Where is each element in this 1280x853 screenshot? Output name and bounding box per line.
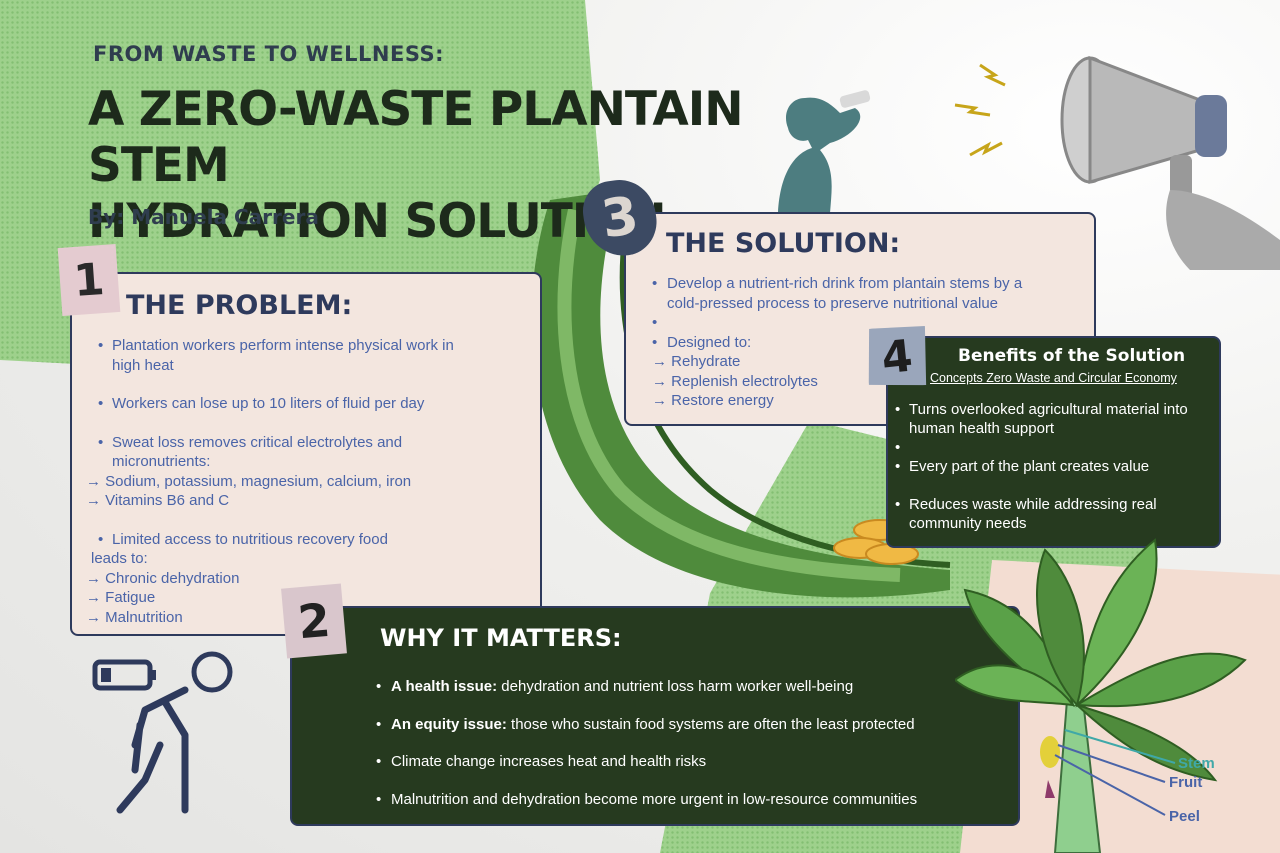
solution-b1-line1: Develop a nutrient-rich drink from plant… — [667, 275, 1023, 292]
problem-number-badge: 1 — [57, 244, 121, 316]
problem-number: 1 — [71, 253, 107, 307]
drinking-person-icon — [778, 90, 871, 213]
solution-empty-bullet — [652, 313, 1072, 333]
solution-sub-3: → Restore energy — [652, 392, 774, 409]
plantain-tree-illustration — [955, 538, 1247, 853]
matters-item-1-bold: A health issue: — [391, 678, 498, 695]
matters-item-4: Malnutrition and dehydration become more… — [376, 790, 1016, 809]
matters-item-1-text: dehydration and nutrient loss harm worke… — [497, 678, 854, 695]
matters-item-3: Climate change increases heat and health… — [376, 752, 1016, 771]
matters-item-2-text: those who sustain food systems are often… — [506, 715, 915, 733]
problem-b4-line1: Limited access to nutritious recovery fo… — [112, 530, 388, 548]
solution-sub-2: → Replenish electrolytes — [652, 372, 818, 390]
problem-b4-line2: leads to: — [91, 550, 148, 567]
tired-worker-icon — [92, 651, 233, 814]
benefits-list: Turns overlooked agricultural material i… — [895, 400, 1217, 533]
problem-b3-line1: Sweat loss removes critical electrolytes… — [112, 433, 403, 451]
problem-b4-sub3: → Malnutrition — [86, 608, 183, 626]
matters-number: 2 — [295, 592, 333, 650]
poster-title: A ZERO-WASTE PLANTAIN STEM HYDRATION SOL… — [88, 82, 788, 250]
matters-item-1: A health issue: dehydration and nutrient… — [376, 677, 1016, 696]
plant-label-fruit: Fruit — [1169, 774, 1203, 791]
benefits-subheading: Concepts Zero Waste and Circular Economy — [930, 371, 1177, 385]
title-line-2: HYDRATION SOLUTION — [88, 194, 667, 249]
benefits-bullet-1: Turns overlooked agricultural material i… — [895, 400, 1217, 438]
problem-bullet-2: Workers can lose up to 10 liters of flui… — [86, 394, 526, 414]
solution-b1-line2: cold-pressed process to preserve nutriti… — [667, 294, 999, 312]
solution-sub-1: → Rehydrate — [652, 353, 741, 370]
benefits-b3-line1: Reduces waste while addressing real — [909, 496, 1157, 513]
plantain-highlight — [557, 208, 901, 582]
matters-list: A health issue: dehydration and nutrient… — [376, 677, 1016, 827]
matters-item-2-bold: An equity issue: — [391, 715, 507, 733]
problem-bullet-1: Plantation workers perform intense physi… — [86, 336, 526, 375]
problem-b1-line2: high heat — [112, 356, 174, 374]
problem-b3-sub2: → Vitamins B6 and C — [86, 492, 230, 509]
lightning-bolt-icon — [954, 63, 1006, 157]
solution-bullet-1: Develop a nutrient-rich drink from plant… — [652, 274, 1072, 313]
problem-list: Plantation workers perform intense physi… — [86, 336, 526, 627]
problem-b3-sub1: → Sodium, potassium, magnesium, calcium,… — [86, 472, 412, 490]
benefits-heading: Benefits of the Solution — [958, 346, 1186, 366]
problem-b4-sub1: → Chronic dehydration — [86, 569, 240, 587]
benefits-empty-bullet — [895, 438, 1217, 457]
benefits-b1-line2: human health support — [909, 420, 1055, 437]
benefits-bullet-3: Reduces waste while addressing real comm… — [895, 495, 1217, 533]
problem-b1-line1: Plantation workers perform intense physi… — [112, 337, 454, 354]
poster-subtitle: FROM WASTE TO WELLNESS: — [93, 42, 445, 66]
problem-b3-line2: micronutrients: — [112, 453, 211, 470]
problem-bullet-3: Sweat loss removes critical electrolytes… — [86, 433, 526, 472]
matters-item-2: An equity issue: those who sustain food … — [376, 715, 1016, 734]
poster-author: By: Manuela Carrera — [88, 205, 319, 229]
megaphone-icon — [1060, 55, 1280, 270]
benefits-number-badge: 4 — [863, 323, 931, 391]
problem-heading: THE PROBLEM: — [126, 290, 353, 321]
solution-heading: THE SOLUTION: — [666, 228, 901, 259]
benefits-number: 4 — [879, 330, 915, 384]
matters-number-badge: 2 — [281, 583, 347, 659]
title-line-1: A ZERO-WASTE PLANTAIN STEM — [88, 82, 744, 193]
problem-bullet-4: Limited access to nutritious recovery fo… — [86, 530, 526, 550]
benefits-bullet-2: Every part of the plant creates value — [895, 457, 1217, 476]
benefits-b1-line1: Turns overlooked agricultural material i… — [909, 401, 1188, 418]
benefits-b3-line2: community needs — [909, 515, 1027, 532]
matters-heading: WHY IT MATTERS: — [380, 624, 622, 652]
solution-bullet-2: Designed to: — [652, 333, 1072, 353]
problem-b4-sub2: → Fatigue — [86, 589, 156, 606]
plant-label-stem: Stem — [1178, 755, 1215, 772]
plant-label-peel: Peel — [1169, 808, 1200, 825]
solution-number: 3 — [597, 185, 643, 251]
solution-list: Develop a nutrient-rich drink from plant… — [652, 274, 1072, 411]
